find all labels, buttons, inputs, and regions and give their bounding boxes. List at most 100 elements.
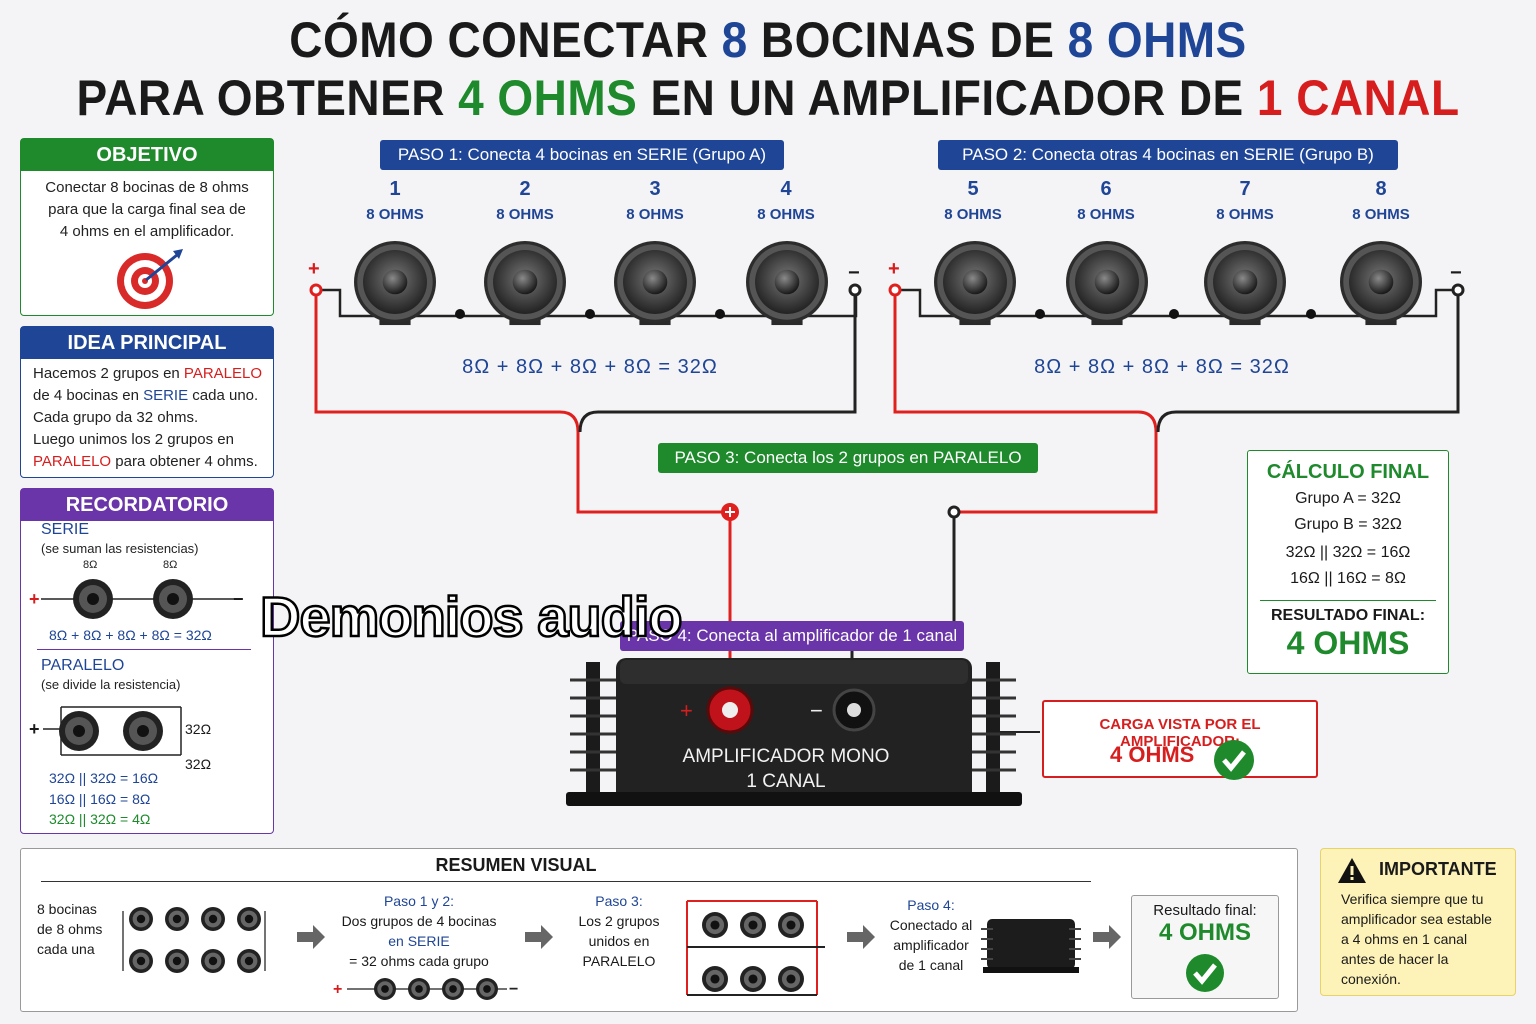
paralelo-equation: 16Ω || 16Ω = 8Ω [49, 791, 151, 807]
mini-speaker-icon [778, 966, 804, 992]
resumen-text: en SERIE [388, 933, 450, 949]
mini-speaker-icon [702, 912, 728, 938]
step-4-label: PASO 4: Conecta al amplificador de 1 can… [620, 621, 964, 651]
arrow-right-icon [525, 925, 553, 949]
idea-keyword: SERIE [143, 387, 189, 404]
speaker-icon [1340, 241, 1422, 326]
step-1-label: PASO 1: Conecta 4 bocinas en SERIE (Grup… [380, 140, 784, 170]
paralelo-mini-diagram [43, 706, 182, 756]
title-accent: 8 [721, 12, 748, 68]
speaker-number: 4 [780, 178, 792, 200]
paralelo-label: PARALELO [41, 657, 125, 674]
calculo-header: CÁLCULO FINAL [1266, 461, 1430, 483]
resumen-text: 8 bocinas [37, 901, 97, 917]
wiring-diagram [309, 241, 1465, 733]
divider [1260, 600, 1436, 601]
speaker-number: 3 [649, 178, 661, 200]
speaker-ohms: 8 OHMS [757, 206, 815, 223]
terminal-icon [1451, 283, 1465, 297]
title-accent: 4 OHMS [458, 70, 638, 126]
importante-line: a 4 ohms en 1 canal [1341, 931, 1468, 947]
idea-panel: IDEA PRINCIPAL Hacemos 2 grupos en PARAL… [20, 326, 274, 478]
resumen-title: Paso 1 y 2: [383, 893, 455, 909]
resumen-text: Los 2 grupos [578, 913, 660, 929]
wire-positive [893, 290, 1158, 514]
speaker-ohms: 8 OHMS [496, 206, 554, 223]
plus-sign: + [333, 981, 342, 998]
mini-speaker-icon [123, 711, 163, 751]
speaker-ohms: 8 OHMS [1216, 206, 1274, 223]
importante-panel: IMPORTANTE Verifica siempre que tu ampli… [1320, 848, 1516, 996]
objetivo-text: Conectar 8 bocinas de 8 ohms para que la… [21, 177, 273, 243]
minus-sign: − [509, 981, 518, 998]
group-b-equation: 8Ω + 8Ω + 8Ω + 8Ω = 32Ω [1034, 356, 1290, 378]
resumen-col-2: Paso 1 y 2: Dos grupos de 4 bocinas en S… [331, 891, 507, 971]
calculo-line: Grupo B = 32Ω [1294, 516, 1402, 533]
resumen-title: Paso 3: [595, 893, 643, 909]
terminal-icon [309, 283, 323, 297]
idea-keyword: PARALELO [33, 453, 112, 470]
mini-speaker-icon [408, 978, 430, 1000]
resumen-text: amplificador [893, 937, 969, 953]
title-line-2: PARA OBTENER 4 OHMS EN UN AMPLIFICADOR D… [61, 70, 1474, 126]
objetivo-line: para que la carga final sea de [48, 201, 246, 218]
plus-sign: + [680, 698, 693, 723]
warning-icon [1338, 858, 1366, 883]
objetivo-line: 4 ohms en el amplificador. [59, 223, 235, 240]
importante-line: antes de hacer la [1341, 951, 1449, 967]
resumen-text: Dos grupos de 4 bocinas [341, 913, 497, 929]
speaker-icon [1066, 241, 1148, 326]
mini-speaker-icon [165, 907, 189, 931]
importante-line: conexión. [1341, 971, 1401, 987]
recordatorio-panel: RECORDATORIO SERIE (se suman las resiste… [20, 488, 274, 834]
idea-text-part: Hacemos 2 grupos en [33, 365, 184, 382]
objetivo-panel: OBJETIVO Conectar 8 bocinas de 8 ohms pa… [20, 138, 274, 316]
plus-sign: + [888, 258, 900, 280]
terminal-icon [848, 283, 862, 297]
minus-sign: − [810, 698, 823, 723]
terminal-icon [888, 283, 902, 297]
resumen-amplifier-icon [981, 919, 1081, 973]
idea-keyword: PARALELO [183, 365, 263, 382]
paralelo-ohm-label: 32Ω [185, 756, 212, 772]
speaker-number: 1 [389, 178, 401, 200]
mini-speaker-icon [201, 907, 225, 931]
speaker-icon [484, 241, 566, 326]
speaker-icon [746, 241, 828, 326]
objetivo-header: OBJETIVO [21, 139, 273, 171]
calculo-line: 32Ω || 32Ω = 16Ω [1285, 544, 1411, 561]
importante-line: Verifica siempre que tu [1341, 891, 1484, 907]
carga-box: CARGA VISTA POR EL AMPLIFICADOR: 4 OHMS [1042, 700, 1318, 780]
calculo-line: Grupo A = 32Ω [1295, 490, 1401, 507]
speaker-ohms: 8 OHMS [1077, 206, 1135, 223]
divider [37, 649, 251, 650]
idea-line: Cada grupo da 32 ohms. [33, 409, 199, 426]
calculo-result: 4 OHMS [1286, 625, 1410, 661]
calculo-panel: CÁLCULO FINAL Grupo A = 32Ω Grupo B = 32… [1247, 450, 1449, 674]
calculo-lines: Grupo A = 32Ω Grupo B = 32Ω 32Ω || 32Ω =… [1248, 486, 1448, 592]
plus-sign: + [29, 589, 40, 609]
speaker-ohms: 8 OHMS [626, 206, 684, 223]
speaker-ohms: 8 OHMS [366, 206, 424, 223]
idea-header: IDEA PRINCIPAL [21, 327, 273, 359]
resumen-final-value: 4 OHMS [1158, 919, 1251, 946]
speaker-number: 7 [1239, 178, 1251, 200]
group-a-equation: 8Ω + 8Ω + 8Ω + 8Ω = 32Ω [462, 356, 718, 378]
minus-sign: − [848, 262, 860, 284]
mini-speaker-icon [59, 711, 99, 751]
idea-text-part: cada uno. [188, 387, 259, 404]
mini-speaker-icon [153, 579, 193, 619]
carga-label: CARGA VISTA POR EL AMPLIFICADOR: [1099, 716, 1261, 750]
arrow-right-icon [1093, 925, 1121, 949]
resumen-header: RESUMEN VISUAL [435, 855, 597, 875]
title-accent: 8 OHMS [1067, 12, 1247, 68]
title-accent: 1 CANAL [1256, 70, 1460, 126]
resumen-text: cada una [37, 941, 95, 957]
serie-ohm-label: 8Ω [83, 559, 98, 571]
title-text: BOCINAS DE [747, 12, 1068, 68]
resumen-final-label: Resultado final: [1153, 902, 1257, 919]
mini-speaker-icon [740, 912, 766, 938]
